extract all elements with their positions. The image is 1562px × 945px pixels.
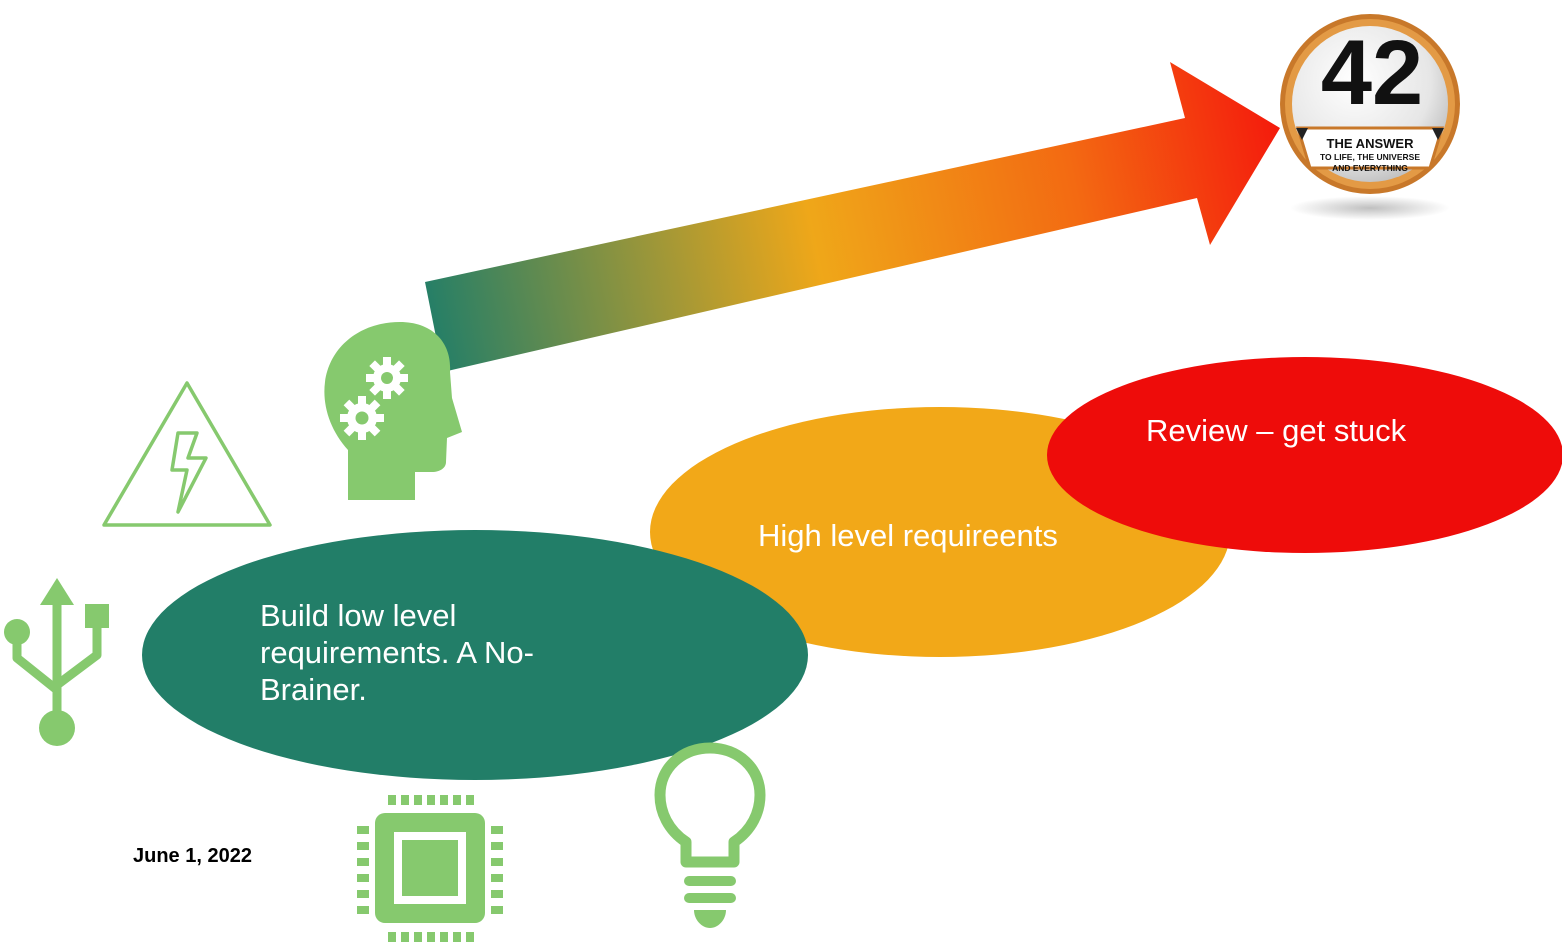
date-label: June 1, 2022 — [133, 845, 252, 867]
progress-arrow — [425, 62, 1280, 372]
badge-number: 42 — [1321, 22, 1423, 124]
answer-42-badge: 42 THE ANSWER TO LIFE, THE UNIVERSE AND … — [1280, 14, 1460, 220]
badge-line-2: TO LIFE, THE UNIVERSE — [1320, 152, 1420, 162]
review-ellipse — [1047, 357, 1562, 553]
low-level-ellipse — [142, 530, 808, 780]
badge-line-3: AND EVERYTHING — [1332, 163, 1408, 173]
low-level-step-label: Build low level requirements. A No-Brain… — [260, 598, 534, 708]
usb-icon — [4, 578, 109, 746]
high-level-step-label: High level requireents — [758, 518, 1058, 553]
review-step-label: Review – get stuck — [1146, 413, 1407, 448]
warning-lightning-icon — [102, 381, 272, 527]
lightbulb-icon — [654, 742, 766, 928]
badge-line-1: THE ANSWER — [1327, 136, 1415, 151]
head-gears-icon — [324, 322, 462, 500]
chip-icon — [357, 795, 503, 942]
